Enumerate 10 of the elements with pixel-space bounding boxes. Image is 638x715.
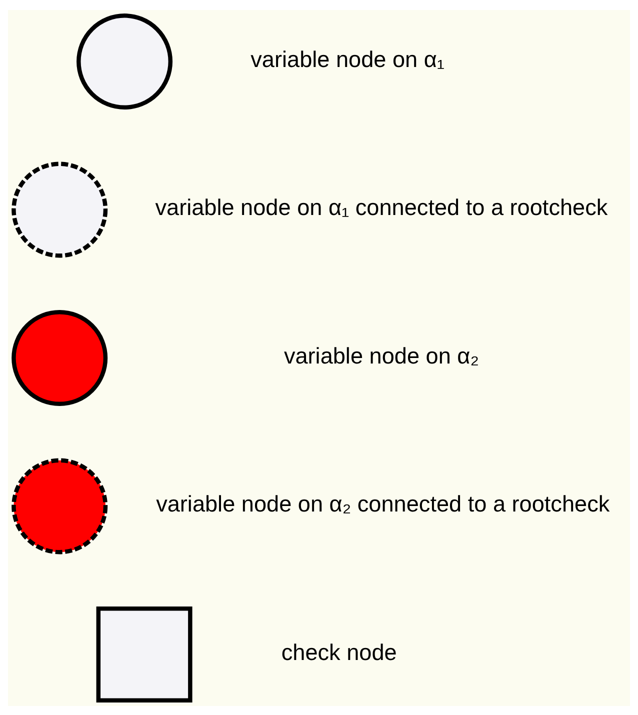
node-circle [76, 13, 173, 110]
legend-label: variable node on α₂ [284, 342, 479, 368]
node-circle [12, 161, 108, 258]
legend-label: variable node on α₁ [250, 46, 445, 72]
legend-label: variable node on α₁ connected to a rootcheck [155, 194, 608, 220]
legend-label: variable node on α₂ connected to a rootcheck [156, 491, 610, 516]
node-circle [12, 458, 108, 554]
node-box [96, 606, 192, 702]
legend-label: check node [281, 639, 397, 664]
node-circle [12, 310, 108, 406]
